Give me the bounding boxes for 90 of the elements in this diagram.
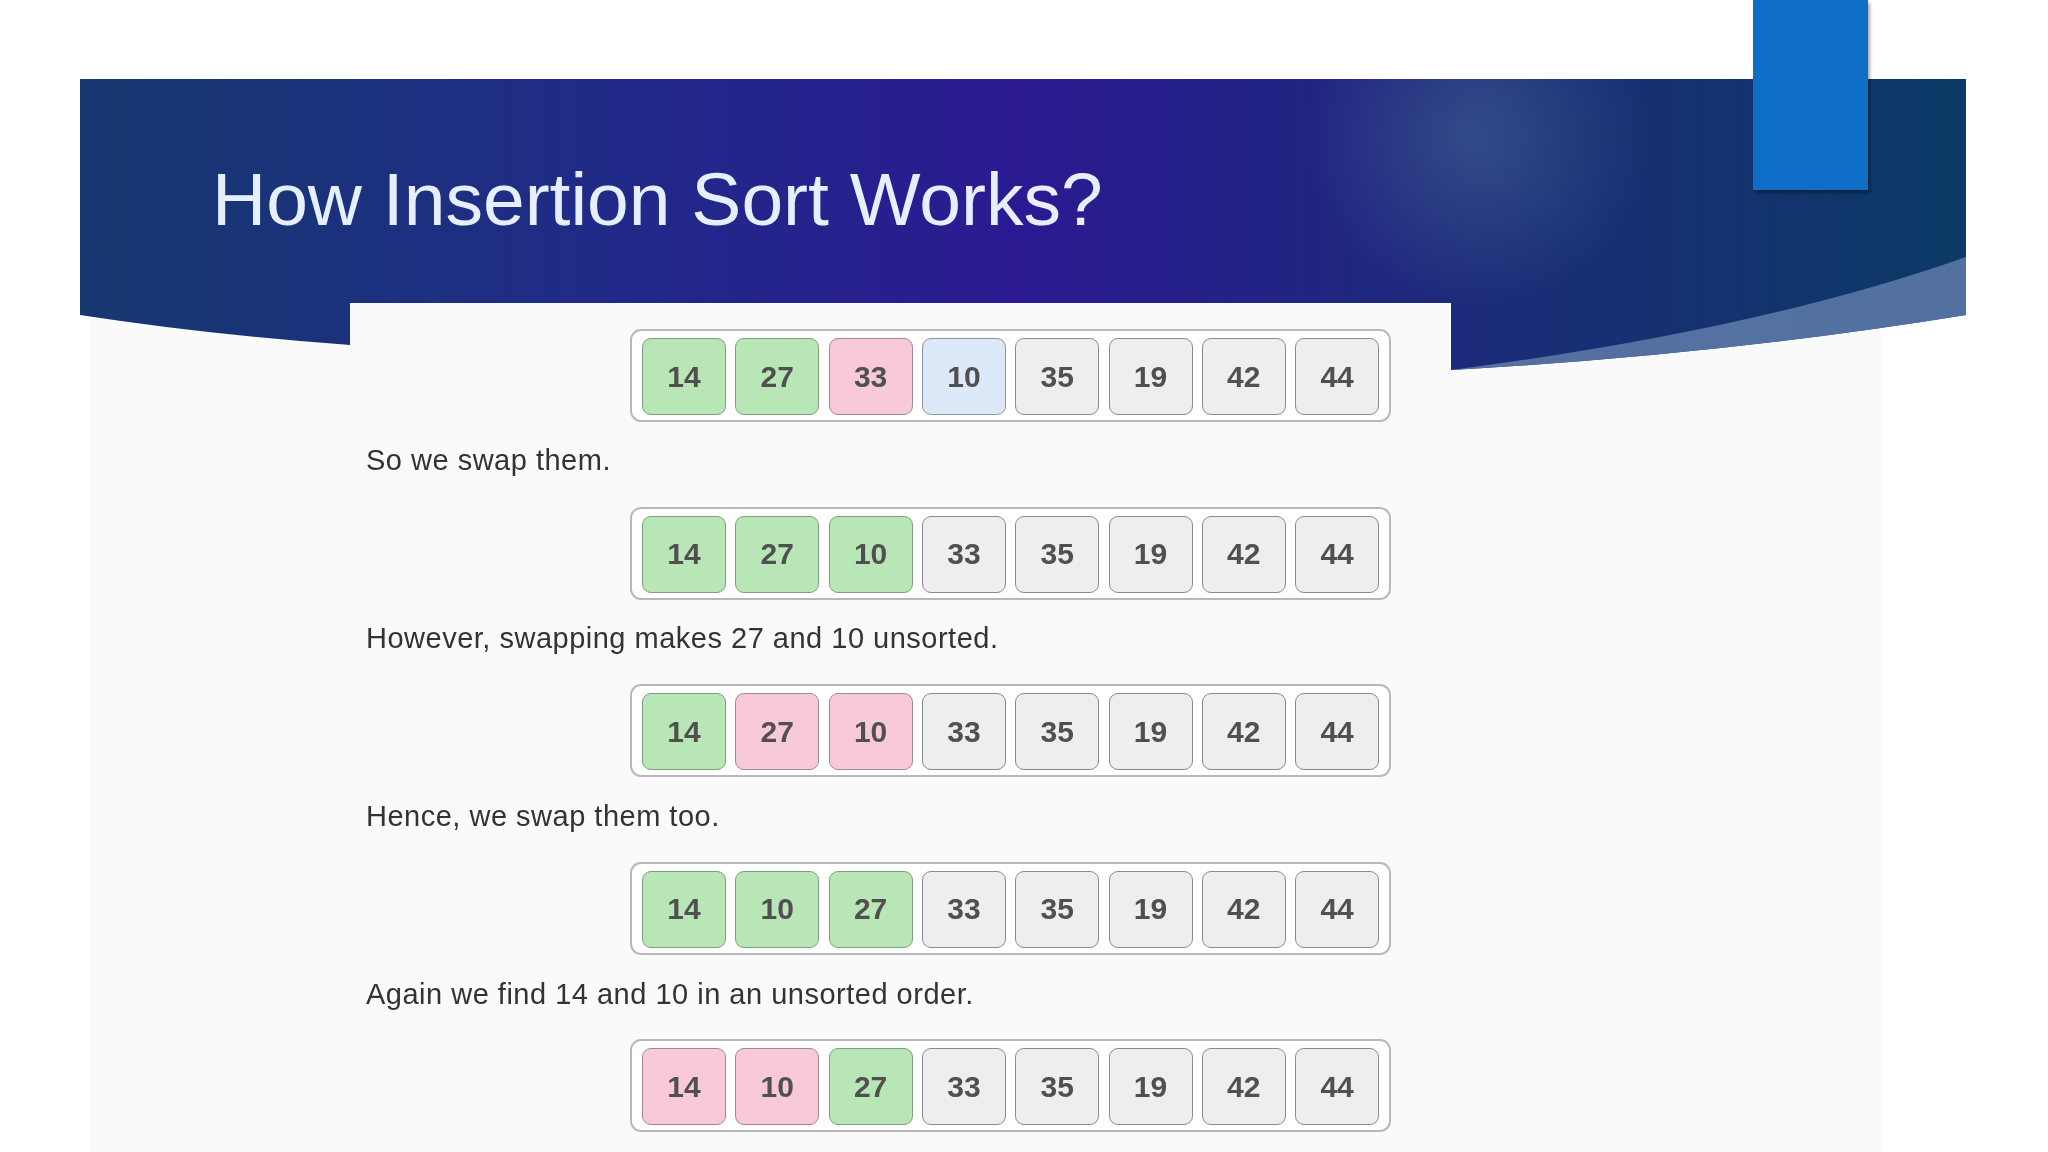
array-cell [1295, 1048, 1380, 1126]
cell-value: 27 [760, 539, 794, 570]
cell-value: 35 [1040, 1071, 1074, 1102]
array-cell [1108, 870, 1193, 948]
cell-value: 33 [947, 1071, 981, 1102]
cell-value: 33 [947, 894, 981, 925]
array-cell [921, 693, 1006, 771]
array-frame [630, 684, 1391, 778]
array-cell [1201, 338, 1286, 415]
array-cell [828, 870, 913, 948]
array-cell [1295, 338, 1380, 415]
cell-value: 44 [1320, 716, 1354, 747]
cell-value: 14 [667, 1071, 701, 1102]
array-cell [1201, 870, 1286, 948]
cell-value: 42 [1227, 716, 1261, 747]
array-cell [1108, 338, 1193, 415]
array-cell [1295, 515, 1380, 593]
cell-value: 42 [1227, 1071, 1261, 1102]
array-cell [828, 1048, 913, 1126]
array-cell [735, 1048, 820, 1126]
cell-value: 19 [1133, 894, 1168, 925]
slide-title: How Insertion Sort Works? [212, 162, 1103, 237]
cell-value: 10 [853, 539, 888, 570]
array-cell [642, 870, 726, 948]
array-cell [1015, 870, 1100, 948]
array-cell [1015, 693, 1100, 771]
step-caption: However, swapping makes 27 and 10 unsorted. [366, 621, 999, 655]
cell-value: 19 [1133, 1071, 1168, 1102]
array-cell [1295, 870, 1380, 948]
array-cell [735, 515, 820, 593]
array-cell [921, 338, 1006, 415]
cell-value: 27 [853, 894, 888, 925]
array-cell [921, 1048, 1006, 1126]
cell-value: 14 [667, 539, 701, 570]
step-caption: Again we find 14 and 10 in an unsorted order. [366, 977, 974, 1011]
array-cell [921, 870, 1006, 948]
array-cell [1201, 515, 1286, 593]
cell-value: 10 [760, 1071, 794, 1102]
cell-value: 35 [1040, 361, 1074, 392]
array-cell [642, 515, 726, 593]
array-cell [1015, 1048, 1100, 1126]
array-cell [921, 515, 1006, 593]
cell-value: 44 [1320, 361, 1354, 392]
cell-value: 19 [1133, 361, 1168, 392]
array-frame [630, 506, 1391, 600]
cell-value: 33 [947, 539, 981, 570]
cell-value: 44 [1320, 1071, 1354, 1102]
array-frame [630, 1039, 1391, 1133]
cell-value: 27 [853, 1071, 888, 1102]
cell-value: 10 [947, 361, 981, 392]
array-cell [828, 693, 913, 771]
cell-value: 33 [853, 361, 888, 392]
cell-value: 14 [667, 361, 701, 392]
array-cell [1015, 515, 1100, 593]
array-cell [1295, 693, 1380, 771]
cell-value: 35 [1040, 539, 1074, 570]
cell-value: 14 [667, 894, 701, 925]
cell-value: 42 [1227, 894, 1261, 925]
step-caption: Hence, we swap them too. [366, 799, 720, 833]
array-cell [828, 338, 913, 415]
array-cell [642, 693, 726, 771]
cell-value: 27 [760, 361, 794, 392]
array-cell [642, 338, 726, 415]
cell-value: 42 [1227, 539, 1261, 570]
cell-value: 27 [760, 716, 794, 747]
cell-value: 14 [667, 716, 701, 747]
cell-value: 35 [1040, 894, 1074, 925]
array-frame [630, 861, 1391, 955]
array-cell [1201, 1048, 1286, 1126]
step-caption: So we swap them. [366, 443, 611, 477]
array-cell [1108, 515, 1193, 593]
array-cell [828, 515, 913, 593]
cell-value: 19 [1133, 716, 1168, 747]
array-cell [642, 1048, 726, 1126]
array-cell [735, 338, 820, 415]
array-cell [1108, 1048, 1193, 1126]
array-cell [1201, 693, 1286, 771]
cell-value: 33 [947, 716, 981, 747]
array-cell [1015, 338, 1100, 415]
cell-value: 19 [1133, 539, 1168, 570]
array-cell [735, 870, 820, 948]
cell-value: 35 [1040, 716, 1074, 747]
array-cell [735, 693, 820, 771]
cell-value: 10 [760, 894, 794, 925]
array-frame [630, 329, 1391, 422]
cell-value: 44 [1320, 894, 1354, 925]
cell-value: 10 [853, 716, 888, 747]
cell-value: 44 [1320, 539, 1354, 570]
array-cell [1108, 693, 1193, 771]
cell-value: 42 [1227, 361, 1261, 392]
